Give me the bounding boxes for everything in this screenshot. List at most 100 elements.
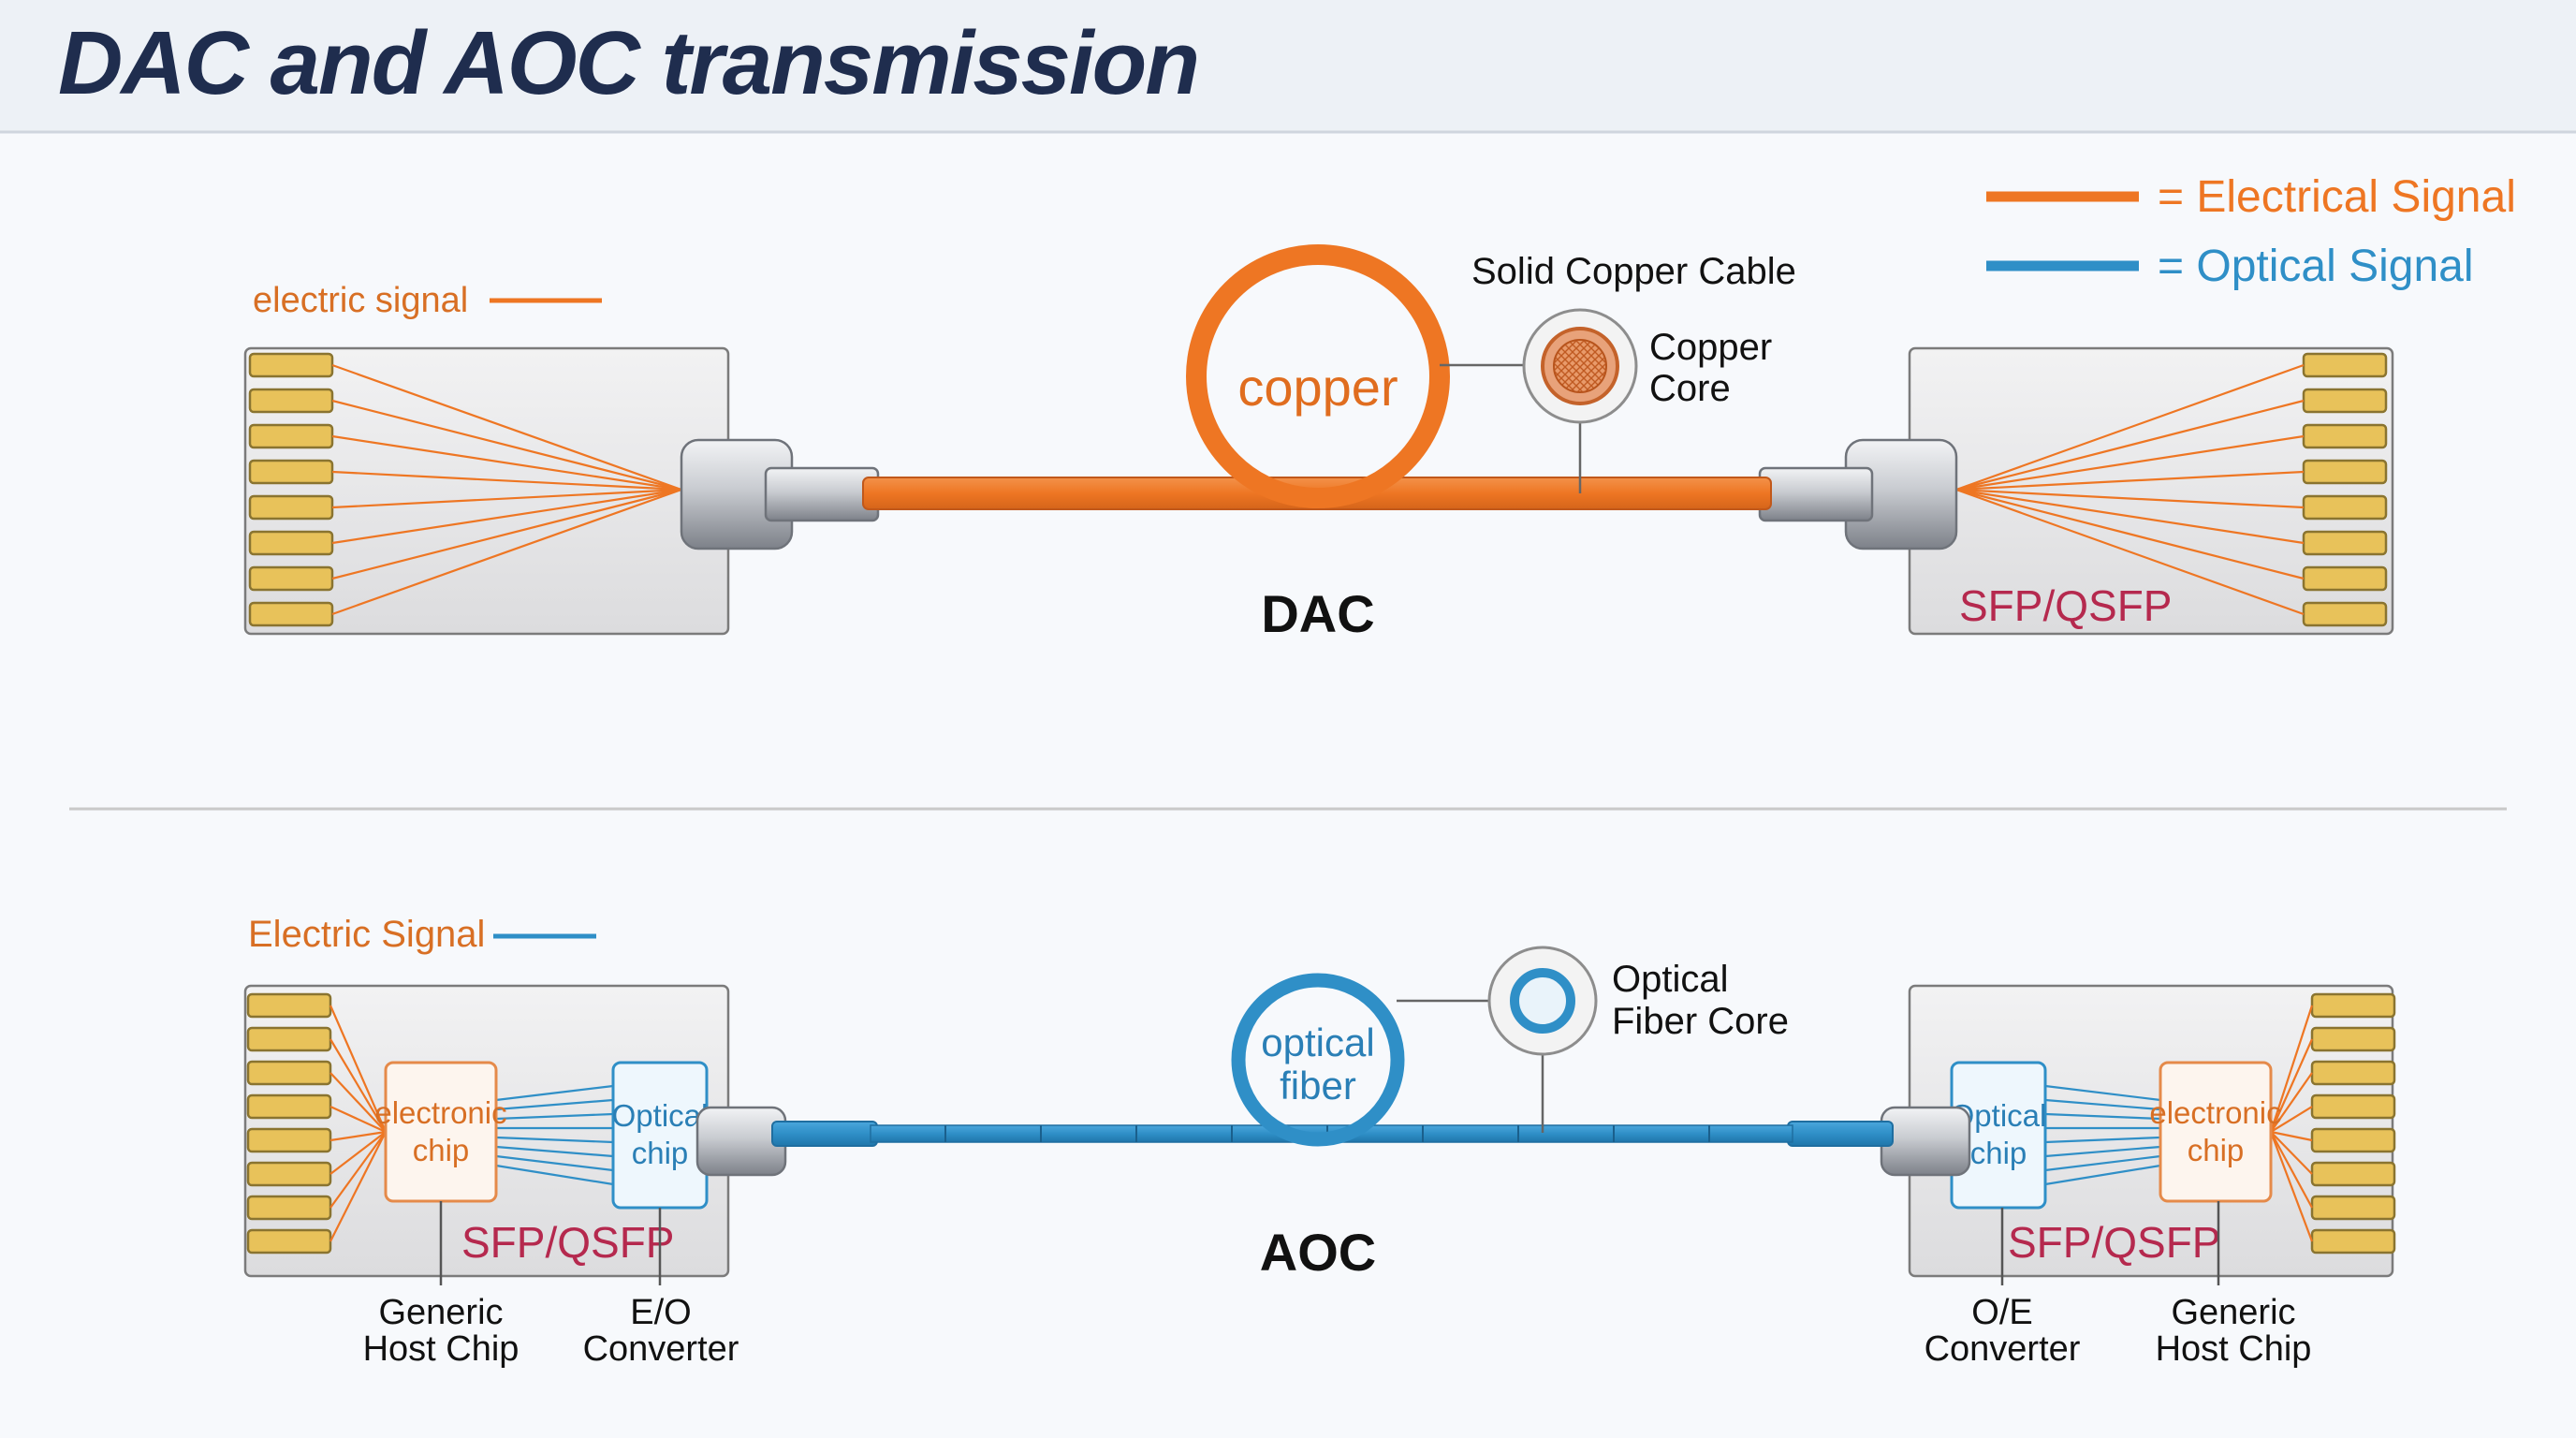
signal-trace bbox=[2044, 1084, 2161, 1102]
gold-pin bbox=[248, 565, 334, 592]
connector-ferrule bbox=[1758, 466, 1874, 522]
gold-pin bbox=[246, 1026, 332, 1052]
signal-trace bbox=[495, 1098, 614, 1111]
gold-pin bbox=[2310, 1060, 2396, 1086]
signal-trace bbox=[2044, 1136, 2161, 1144]
signal-trace bbox=[329, 1105, 387, 1134]
signal-trace bbox=[329, 1038, 387, 1133]
signal-trace bbox=[2044, 1154, 2161, 1172]
fiber-core-ring bbox=[1510, 968, 1575, 1034]
copper-core-strands bbox=[1553, 339, 1607, 393]
electronic-chip-label: electronic bbox=[374, 1095, 506, 1130]
fiber-boot-right bbox=[1787, 1121, 1894, 1147]
aoc-left-module-label: SFP/QSFP bbox=[461, 1218, 674, 1267]
gold-pin bbox=[246, 1161, 332, 1187]
aoc-loop-label-2: fiber bbox=[1280, 1064, 1356, 1108]
host-chip-caption-2: Host Chip bbox=[363, 1329, 520, 1369]
title-bar bbox=[0, 0, 2576, 131]
gold-pin bbox=[246, 1093, 332, 1120]
signal-trace bbox=[495, 1145, 614, 1158]
electronic-chip-label-2: chip bbox=[2188, 1133, 2245, 1167]
signal-trace bbox=[2269, 1005, 2314, 1133]
dac-core-label-2: Core bbox=[1649, 368, 1731, 409]
signal-trace bbox=[331, 363, 682, 492]
legend: = Electrical Signal = Optical Signal bbox=[1986, 172, 2516, 291]
edge-pins bbox=[2310, 992, 2396, 1255]
gold-pin bbox=[2310, 1228, 2396, 1255]
aoc-signal-label: Electric Signal bbox=[248, 914, 485, 955]
signal-trace bbox=[495, 1164, 614, 1186]
gold-pin bbox=[2302, 352, 2388, 378]
gold-pin bbox=[2302, 565, 2388, 592]
gold-pin bbox=[246, 1127, 332, 1153]
optical-chip-label: Optical bbox=[612, 1098, 709, 1133]
gold-pin bbox=[2310, 1093, 2396, 1120]
signal-trace bbox=[331, 488, 682, 616]
signal-trace bbox=[1955, 399, 2305, 492]
dac-module-label: SFP/QSFP bbox=[1959, 581, 2172, 630]
signal-trace bbox=[331, 488, 682, 545]
aoc-left-module: electronic chip Optical chip SFP/QSFP bbox=[243, 984, 787, 1285]
dac-loop-label: copper bbox=[1237, 358, 1398, 417]
gold-pin bbox=[2310, 1026, 2396, 1052]
edge-pins bbox=[246, 992, 332, 1255]
signal-trace bbox=[1955, 470, 2305, 492]
host-chip-caption-2: Host Chip bbox=[2156, 1329, 2312, 1369]
edge-pins bbox=[248, 352, 334, 627]
signal-trace bbox=[1955, 488, 2305, 616]
signal-trace bbox=[1955, 434, 2305, 492]
gold-pin bbox=[2310, 1127, 2396, 1153]
signal-trace bbox=[2044, 1145, 2161, 1158]
signal-trace bbox=[1955, 488, 2305, 545]
signal-trace bbox=[329, 1131, 387, 1209]
signal-trace bbox=[2044, 1112, 2161, 1121]
gold-pin bbox=[248, 494, 334, 521]
gold-pin bbox=[248, 459, 334, 485]
gold-pin bbox=[2302, 601, 2388, 627]
electronic-chip bbox=[2159, 1061, 2273, 1203]
signal-trace bbox=[2270, 1106, 2313, 1133]
aoc-loop-label: optical bbox=[1261, 1020, 1374, 1064]
signal-trace bbox=[495, 1136, 614, 1144]
aoc-section: Electric Signal electronic chip Optical … bbox=[243, 914, 2396, 1369]
aoc-fiber-loop bbox=[1231, 973, 1405, 1147]
signal-trace bbox=[331, 488, 682, 509]
converter-caption: E/O bbox=[630, 1293, 691, 1332]
connector-housing bbox=[1880, 1106, 1971, 1177]
signal-trace bbox=[2270, 1131, 2313, 1175]
converter-caption-2: Converter bbox=[1925, 1329, 2081, 1369]
signal-trace bbox=[2269, 1131, 2314, 1242]
optical-chip-label-2: chip bbox=[632, 1136, 689, 1170]
signal-trace bbox=[495, 1112, 614, 1121]
host-chip-caption: Generic bbox=[2171, 1293, 2295, 1332]
gold-pin bbox=[246, 1228, 332, 1255]
gold-pin bbox=[2310, 992, 2396, 1019]
aoc-right-module-label: SFP/QSFP bbox=[2008, 1218, 2220, 1267]
gold-pin bbox=[246, 1195, 332, 1221]
optical-chip-label-2: chip bbox=[1970, 1136, 2027, 1170]
fiber-boot-left bbox=[771, 1121, 878, 1147]
signal-trace bbox=[1955, 488, 2305, 580]
gold-pin bbox=[246, 992, 332, 1019]
signal-trace bbox=[331, 434, 682, 492]
gold-pin bbox=[248, 601, 334, 627]
signal-lines bbox=[329, 1005, 614, 1242]
dac-section: electric signal SFP/QSFP copper bbox=[243, 244, 2394, 643]
signal-trace bbox=[2270, 1131, 2313, 1209]
signal-trace bbox=[2269, 1038, 2314, 1133]
gold-pin bbox=[2310, 1195, 2396, 1221]
signal-trace bbox=[1955, 363, 2305, 492]
dac-right-module: SFP/QSFP bbox=[1758, 346, 2394, 636]
signal-trace bbox=[331, 470, 682, 492]
electronic-chip bbox=[384, 1061, 498, 1203]
dac-cable-label: Solid Copper Cable bbox=[1471, 251, 1796, 292]
page-title: DAC and AOC transmission bbox=[58, 13, 1198, 113]
legend-optical-label: = Optical Signal bbox=[2158, 242, 2474, 291]
dac-left-module bbox=[243, 346, 880, 636]
signal-fan bbox=[331, 363, 682, 616]
signal-trace bbox=[495, 1154, 614, 1172]
gold-pin bbox=[248, 352, 334, 378]
signal-trace bbox=[329, 1131, 387, 1175]
